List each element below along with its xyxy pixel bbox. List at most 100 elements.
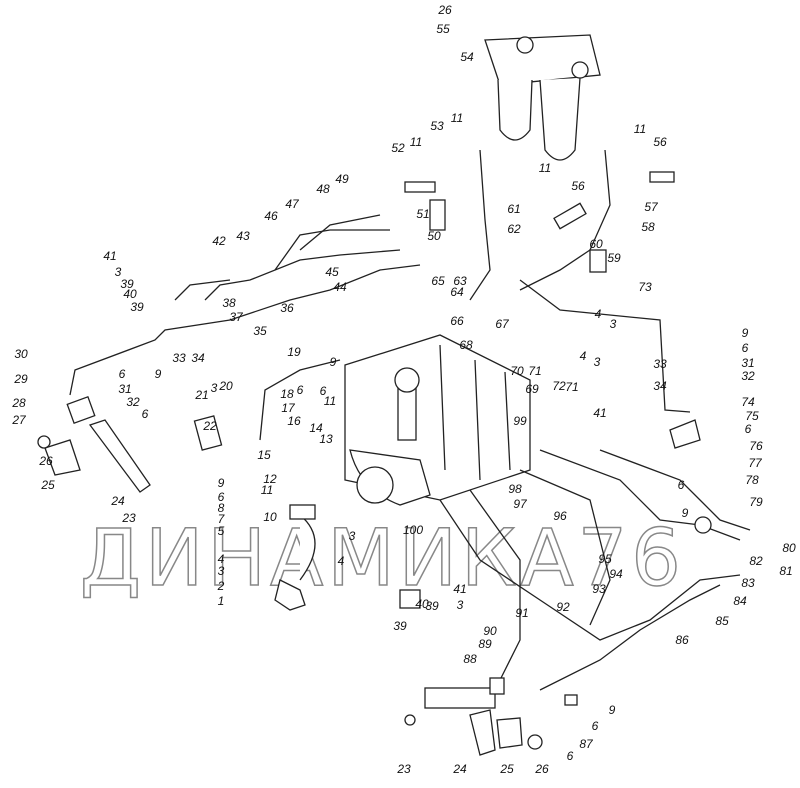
fuel-filter: [484, 34, 601, 161]
callout-label: 63: [453, 274, 467, 288]
callout-label: 25: [40, 478, 55, 492]
callout-label: 79: [749, 495, 763, 509]
callout-label: 35: [253, 324, 267, 338]
callout-label: 67: [495, 317, 510, 331]
callout-label: 47: [285, 197, 300, 211]
callout-label: 26: [437, 3, 452, 17]
callout-label: 9: [330, 355, 337, 369]
callout-label: 21: [194, 388, 208, 402]
callout-label: 65: [431, 274, 445, 288]
callout-label: 9: [155, 367, 162, 381]
callout-label: 4: [580, 349, 587, 363]
callout-label: 15: [257, 448, 271, 462]
callout-label: 41: [593, 406, 606, 420]
callout-label: 70: [510, 364, 524, 378]
callout-label: 66: [450, 314, 464, 328]
callout-label: 11: [539, 161, 551, 175]
callout-label: 76: [749, 439, 763, 453]
callout-label: 6: [297, 383, 304, 397]
callout-label: 57: [644, 200, 659, 214]
callout-label: 59: [607, 251, 621, 265]
callout-label: 1: [218, 594, 225, 608]
callout-label: 56: [571, 179, 585, 193]
callout-label: 62: [507, 222, 521, 236]
injector-bottom: [404, 677, 543, 756]
callout-label: 39: [120, 277, 134, 291]
callout-label: 8: [218, 501, 225, 515]
callout-label: 68: [459, 338, 473, 352]
callout-label: 18: [280, 387, 294, 401]
watermark: ДИНАМИКА76: [79, 513, 685, 605]
callout-label: 3: [610, 317, 617, 331]
callout-label: 22: [202, 419, 217, 433]
callout-label: 9: [609, 703, 616, 717]
callout-label: 23: [396, 762, 411, 776]
callout-label: 4: [338, 554, 345, 568]
callout-label: 92: [556, 600, 570, 614]
callout-label: 83: [741, 576, 755, 590]
callout-label: 32: [126, 395, 140, 409]
callout-label: 64: [450, 285, 464, 299]
callout-label: 61: [507, 202, 520, 216]
callout-label: 6: [218, 490, 225, 504]
callout-label: 71: [565, 380, 578, 394]
callout-label: 69: [525, 382, 539, 396]
callout-label: 97: [513, 497, 528, 511]
callout-label: 38: [222, 296, 236, 310]
callout-label: 31: [741, 356, 754, 370]
callout-label: 91: [515, 606, 528, 620]
callout-label: 33: [653, 357, 667, 371]
callout-label: 100: [403, 523, 423, 537]
callout-label: 13: [319, 432, 333, 446]
callout-label: 3: [349, 529, 356, 543]
callout-label: 6: [745, 422, 752, 436]
callout-label: 5: [218, 524, 225, 538]
callout-label: 85: [715, 614, 729, 628]
callout-label: 90: [483, 624, 497, 638]
callout-label: 11: [634, 122, 646, 136]
callout-label: 6: [142, 407, 149, 421]
callout-label: 39: [130, 300, 144, 314]
callout-label: 3: [594, 355, 601, 369]
callout-label: 3: [457, 598, 464, 612]
callout-label: 25: [499, 762, 514, 776]
callout-label: 3: [211, 381, 218, 395]
callout-label: 43: [236, 229, 250, 243]
callout-label: 23: [121, 511, 136, 525]
callout-label: 3: [115, 265, 122, 279]
callout-label: 72: [552, 379, 566, 393]
callout-label: 33: [172, 351, 186, 365]
callout-label: 39: [393, 619, 407, 633]
callout-label: 81: [779, 564, 792, 578]
callout-label: 95: [598, 552, 612, 566]
small-parts: [193, 171, 712, 706]
callout-label: 88: [463, 652, 477, 666]
callout-label: 71: [528, 364, 541, 378]
callout-label: 77: [748, 456, 763, 470]
callout-label: 94: [609, 567, 623, 581]
callout-label: 54: [460, 50, 474, 64]
callout-label: 6: [320, 384, 327, 398]
watermark-text: ДИНАМИКА76: [80, 514, 685, 604]
callout-label: 60: [589, 237, 603, 251]
callout-label: 34: [191, 351, 205, 365]
callout-label: 75: [745, 409, 759, 423]
callout-label: 11: [261, 483, 273, 497]
callout-label: 40: [123, 287, 137, 301]
callout-label: 80: [782, 541, 796, 555]
callout-label: 30: [14, 347, 28, 361]
callout-label: 28: [11, 396, 26, 410]
callout-label: 26: [534, 762, 549, 776]
callout-label: 11: [410, 135, 422, 149]
callout-label: 41: [453, 582, 466, 596]
callout-label: 87: [579, 737, 594, 751]
callout-label: 9: [682, 506, 689, 520]
callout-label: 84: [733, 594, 747, 608]
callout-label: 6: [742, 341, 749, 355]
callout-label: 3: [218, 564, 225, 578]
callout-label: 12: [263, 472, 277, 486]
callout-label: 32: [741, 369, 755, 383]
callout-label: 98: [508, 482, 522, 496]
callout-label: 6: [592, 719, 599, 733]
